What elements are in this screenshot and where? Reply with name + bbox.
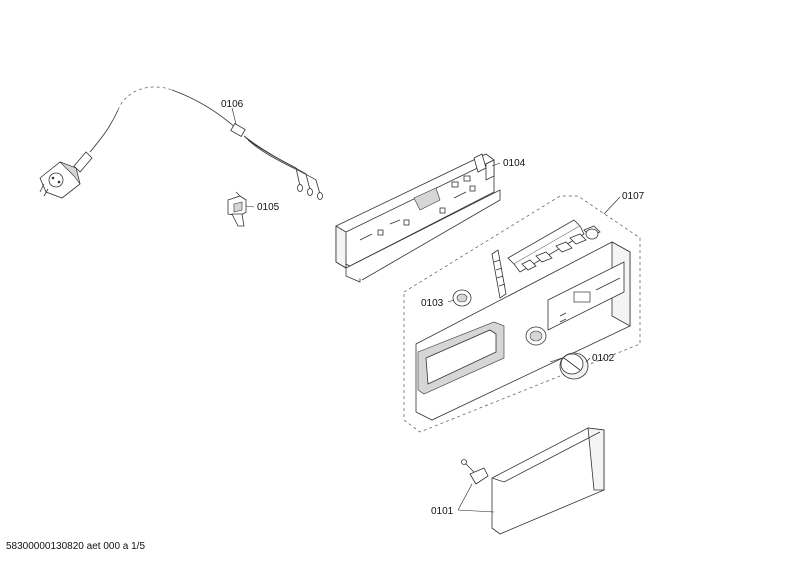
part-0106-mains-cable: [39, 86, 323, 200]
label-0106: 0106: [221, 99, 244, 110]
part-0104-electronic-module: [335, 153, 501, 283]
part-0102-program-knob: [549, 352, 589, 380]
part-0107-control-panel-assembly: [403, 195, 641, 433]
part-0103-knob-insert: [452, 289, 472, 307]
label-0107: 0107: [622, 191, 645, 202]
part-0101-dispenser-handle: [461, 427, 605, 535]
label-0102: 0102: [592, 353, 615, 364]
label-0101: 0101: [431, 506, 454, 517]
leader-lines: [231, 107, 621, 513]
label-0103: 0103: [421, 298, 444, 309]
drawing-footer: 58300000130820 aet 000 a 1/5: [6, 541, 146, 552]
label-0105: 0105: [257, 202, 280, 213]
label-0104: 0104: [503, 158, 526, 169]
part-0105-clip: [227, 191, 247, 227]
